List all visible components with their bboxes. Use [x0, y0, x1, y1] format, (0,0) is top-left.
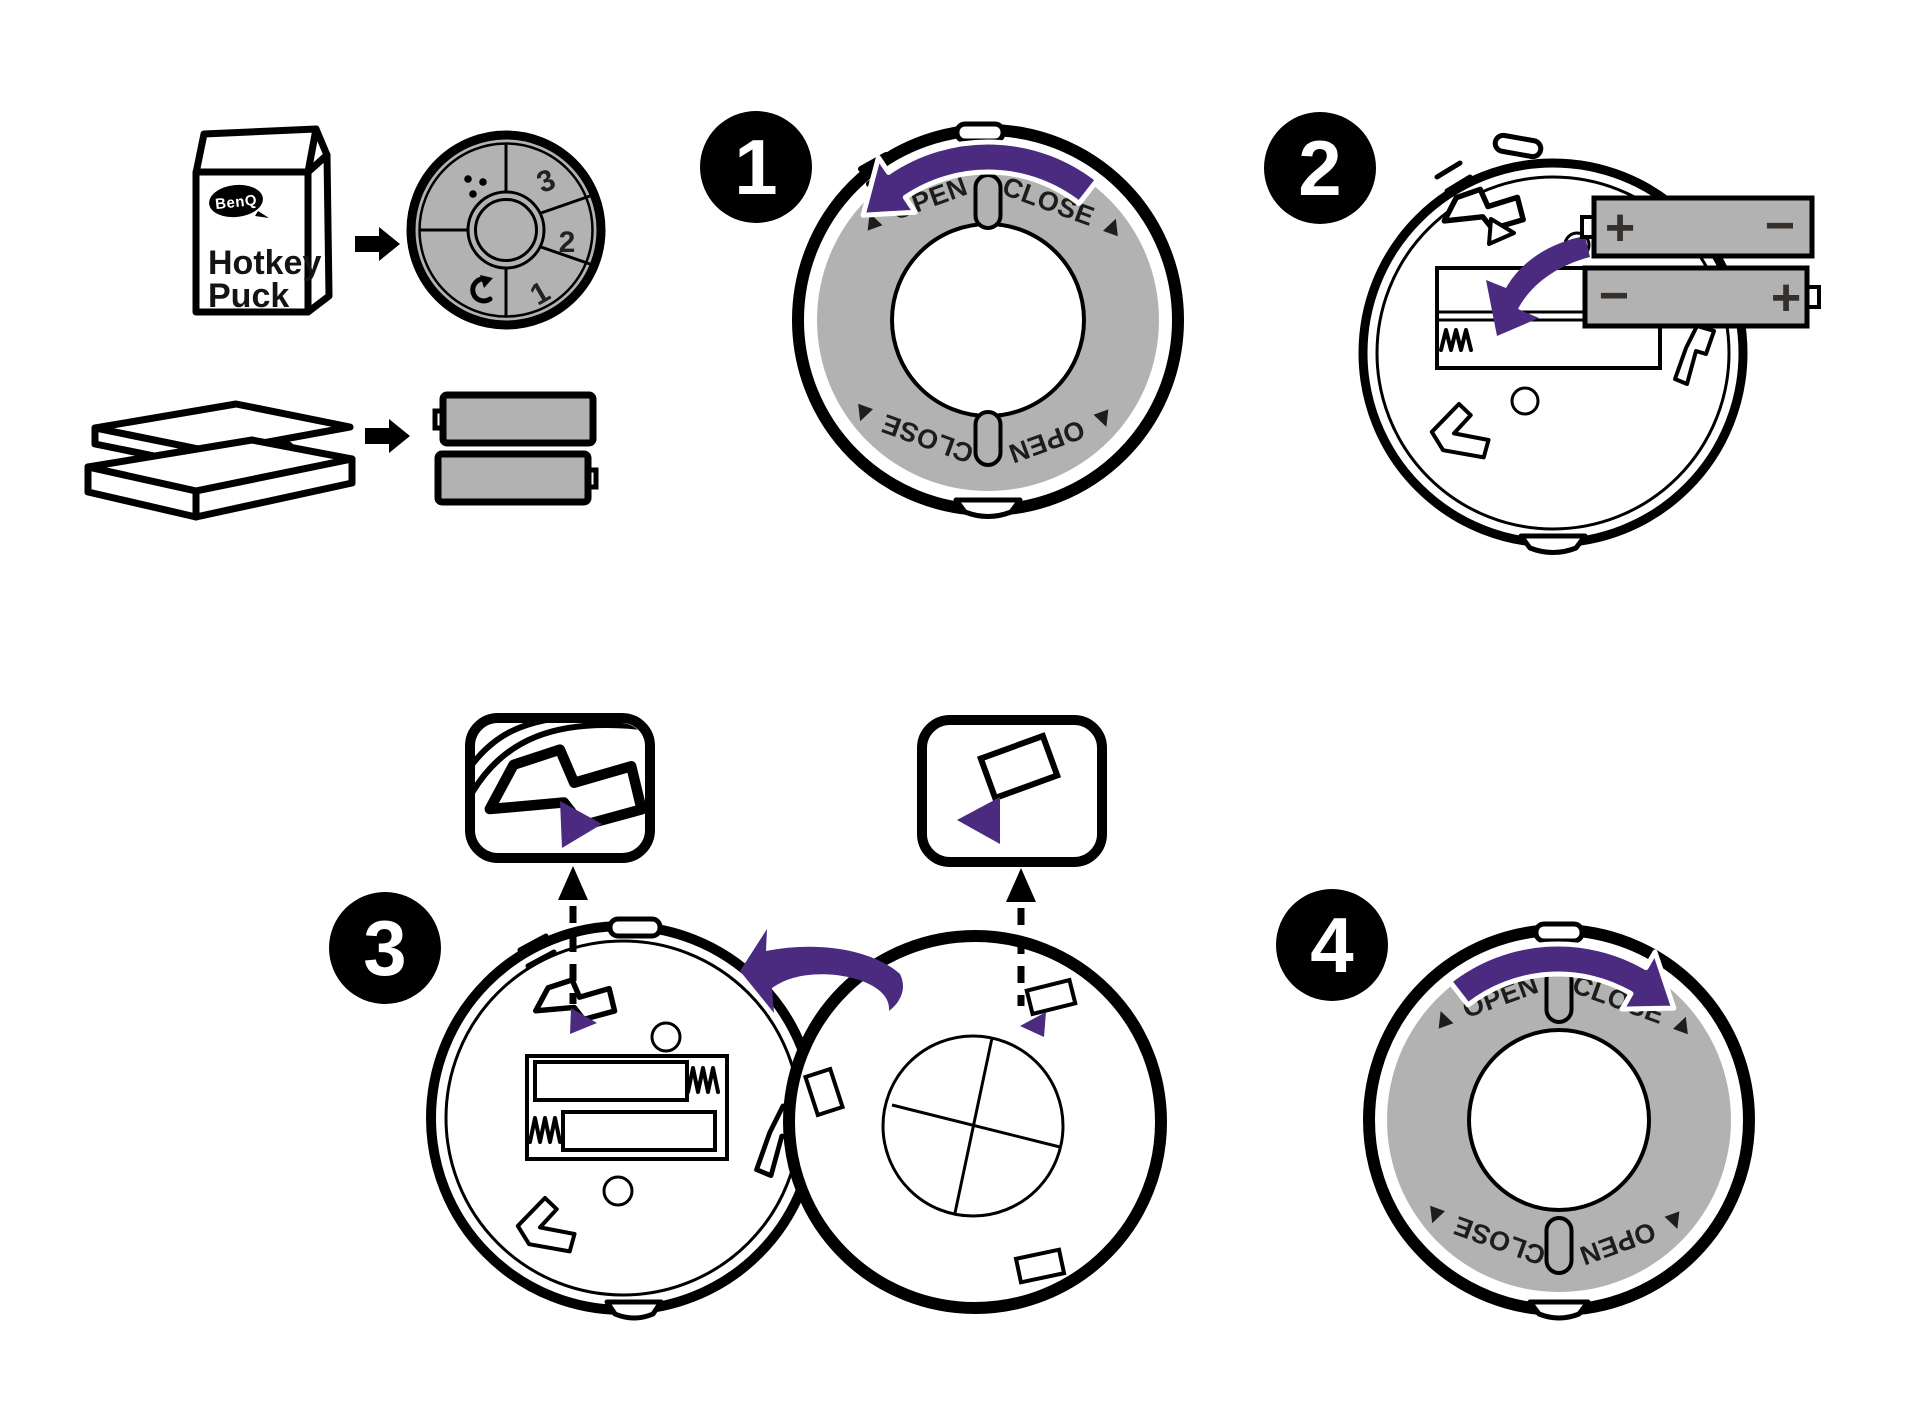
benq-logo-text: BenQ [214, 192, 258, 213]
insert-battery-arrow-icon [1486, 236, 1590, 336]
alignment-triangle-mark [1020, 1012, 1046, 1037]
alignment-triangle-mark [570, 1008, 597, 1034]
screw-hole [1510, 386, 1540, 416]
rim-top-notch [607, 916, 663, 939]
right-arrow-icon [365, 419, 410, 453]
dial-back-icon [470, 275, 493, 304]
battery-slot-a [533, 1060, 689, 1102]
rim-arc [475, 723, 567, 772]
battery-compartment [525, 1054, 729, 1161]
cover-slot [973, 173, 1003, 230]
cover-tab-slot [1024, 977, 1078, 1017]
cover-tab-slot [1013, 1247, 1067, 1285]
battery1 [439, 391, 597, 447]
right-arrow-icon [355, 227, 400, 261]
package-base-side [192, 455, 356, 521]
battery-b-plus: + [1771, 269, 1801, 327]
dial-center-knob-inner [474, 198, 538, 262]
parts-list: BenQ Hotkey Puck 3 2 1 [84, 125, 606, 521]
rim-top-notch [1492, 132, 1544, 160]
step-1-badge [700, 111, 812, 223]
alignment-triangle-mark [1487, 217, 1516, 246]
box-top-flap [192, 125, 320, 177]
battery-a-minus: − [1765, 197, 1795, 255]
step-1-number: 1 [734, 123, 777, 211]
box-product-name-line1: Hotkey [208, 244, 321, 282]
aaa-batteries [432, 391, 599, 506]
puck-cover-closed: ▲ OPEN CLOSE ▲ [792, 121, 1184, 519]
inset-right [917, 715, 1107, 867]
cover-bottom-notch [1527, 1299, 1591, 1321]
alignment-triangle-zoomed [560, 801, 602, 848]
cover-tab-slot [802, 1066, 846, 1118]
puck-back-with-batteries [426, 916, 820, 1321]
rim-tick-marks [517, 933, 557, 969]
rim-arc [475, 723, 645, 802]
screw-hole [650, 1021, 682, 1053]
battery-a-plus: + [1605, 199, 1635, 257]
cover-top-notch [954, 121, 1006, 144]
cover-bottom-notch [953, 497, 1023, 519]
battery-a-body [1591, 195, 1815, 259]
spring-contact-icon [686, 1066, 720, 1094]
cover-center-hole [1467, 1028, 1651, 1212]
step-2-badge [1264, 112, 1376, 224]
rim-tick-marks [1434, 160, 1473, 194]
hotkey-puck-dial: 3 2 1 [406, 130, 606, 330]
battery-b: − + [1582, 265, 1821, 329]
cover-center-hole [890, 222, 1086, 418]
cover-tab-slot-zoomed [976, 732, 1062, 802]
puck-cover-closing: ▲ OPEN CLOSE ▲ [1363, 921, 1755, 1321]
step-4-number: 4 [1310, 901, 1353, 989]
battery-b-minus: − [1599, 267, 1629, 325]
battery-a: + − [1580, 195, 1815, 259]
product-box: BenQ Hotkey Puck [192, 125, 333, 316]
step-1: 1 ▲ OPEN CLOSE ▲ [700, 111, 1184, 519]
battery2 [434, 450, 592, 506]
place-cover-arrow-icon [740, 929, 903, 1013]
dial-segment-dividers [419, 143, 591, 317]
step-4: 4 ▲ OPEN CLOSE ▲ [1276, 889, 1755, 1321]
puck-back-open: + − − + [1358, 132, 1821, 555]
box-product-name-line2: Puck [208, 277, 289, 315]
dashed-arrowhead [1006, 868, 1036, 902]
spring-contact-icon [1439, 328, 1473, 352]
step-3-number: 3 [363, 904, 406, 992]
screw-hole [602, 1175, 634, 1207]
flat-package [84, 400, 356, 521]
inset-right-arrow [1006, 868, 1036, 1006]
rim-bottom-notch [604, 1299, 664, 1321]
rotate-open-arrow-icon [860, 139, 1101, 218]
dashed-arrowhead [558, 866, 588, 900]
step-3-badge [329, 892, 441, 1004]
battery-slot-b [561, 1110, 717, 1152]
step-2: 2 + [1264, 112, 1821, 555]
cover-cross-lines [891, 1037, 1061, 1214]
alignment-triangle-zoomed [957, 797, 1000, 844]
spring-contact-icon [528, 1116, 562, 1144]
step-3: 3 [329, 713, 1167, 1321]
cover-inner-side [783, 930, 1167, 1314]
battery-b-body [1582, 265, 1810, 329]
rim-bottom-notch [1518, 533, 1588, 555]
step-4-badge [1276, 889, 1388, 1001]
cover-top-notch [1533, 921, 1585, 944]
dial-button-2: 2 [559, 226, 576, 259]
dial-rotate-dots-icon [464, 175, 487, 198]
rotate-close-arrow-icon [1447, 941, 1677, 1012]
inset-content [475, 723, 645, 848]
step-2-number: 2 [1298, 124, 1341, 212]
cover-center-boss [881, 1034, 1065, 1218]
inset-left [465, 713, 655, 863]
benq-logo-tail [255, 211, 269, 218]
benq-logo-blob [209, 184, 263, 218]
inset-left-arrow [558, 866, 588, 1004]
puck-inner-rim [1375, 175, 1731, 531]
